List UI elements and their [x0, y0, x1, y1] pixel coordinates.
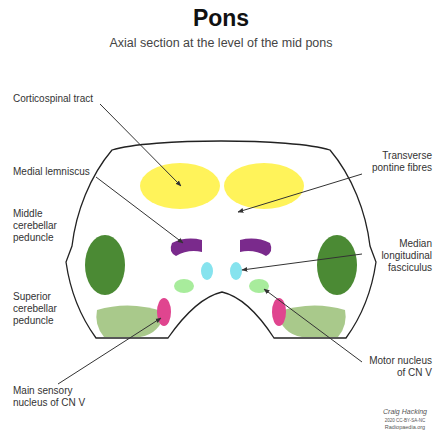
leader-lines	[58, 104, 362, 384]
leader-line	[100, 104, 181, 186]
structure-label: Transverse pontine fibres	[362, 150, 432, 174]
leader-line	[58, 318, 161, 384]
medial-lemniscus-left	[171, 239, 202, 256]
superior-cerebellar-peduncle-left	[96, 305, 165, 337]
middle-cerebellar-peduncle-left	[85, 235, 125, 295]
subtitle: Axial section at the level of the mid po…	[0, 36, 442, 51]
structure-label: Corticospinal tract	[13, 93, 133, 105]
structure-label: Medial lemniscus	[13, 166, 133, 178]
structure-label: Motor nucleus of CN V	[362, 355, 432, 379]
watermark: Radiopaedia.org	[372, 424, 438, 431]
corticospinal-tract-right	[224, 163, 304, 209]
main-sensory-nucleus-right	[272, 298, 286, 326]
corticospinal-tract-left	[140, 163, 220, 209]
mlf-left	[201, 262, 213, 280]
leader-line	[264, 289, 362, 362]
structure-label: Main sensory nucleus of CN V	[13, 385, 103, 409]
structure-label: Middle cerebellar peduncle	[13, 208, 75, 245]
leader-line	[242, 254, 362, 270]
structure-label: Median longitudinal fasciculus	[352, 238, 432, 275]
watermark: 2020 CC-BY-SA-NC	[372, 418, 438, 423]
diagram-title: Pons	[0, 4, 442, 32]
leader-line	[238, 174, 362, 212]
mlf-right	[230, 262, 242, 280]
leader-line	[96, 177, 183, 243]
superior-cerebellar-peduncle-right	[277, 305, 346, 337]
watermark: Craig Hacking	[372, 408, 438, 417]
pons-outline	[66, 141, 376, 338]
main-sensory-nucleus-left	[157, 298, 171, 326]
middle-cerebellar-peduncle-right	[317, 235, 357, 295]
medial-lemniscus-right	[240, 239, 271, 256]
structure-label: Superior cerebellar peduncle	[13, 291, 75, 328]
motor-nucleus-left	[174, 279, 194, 293]
